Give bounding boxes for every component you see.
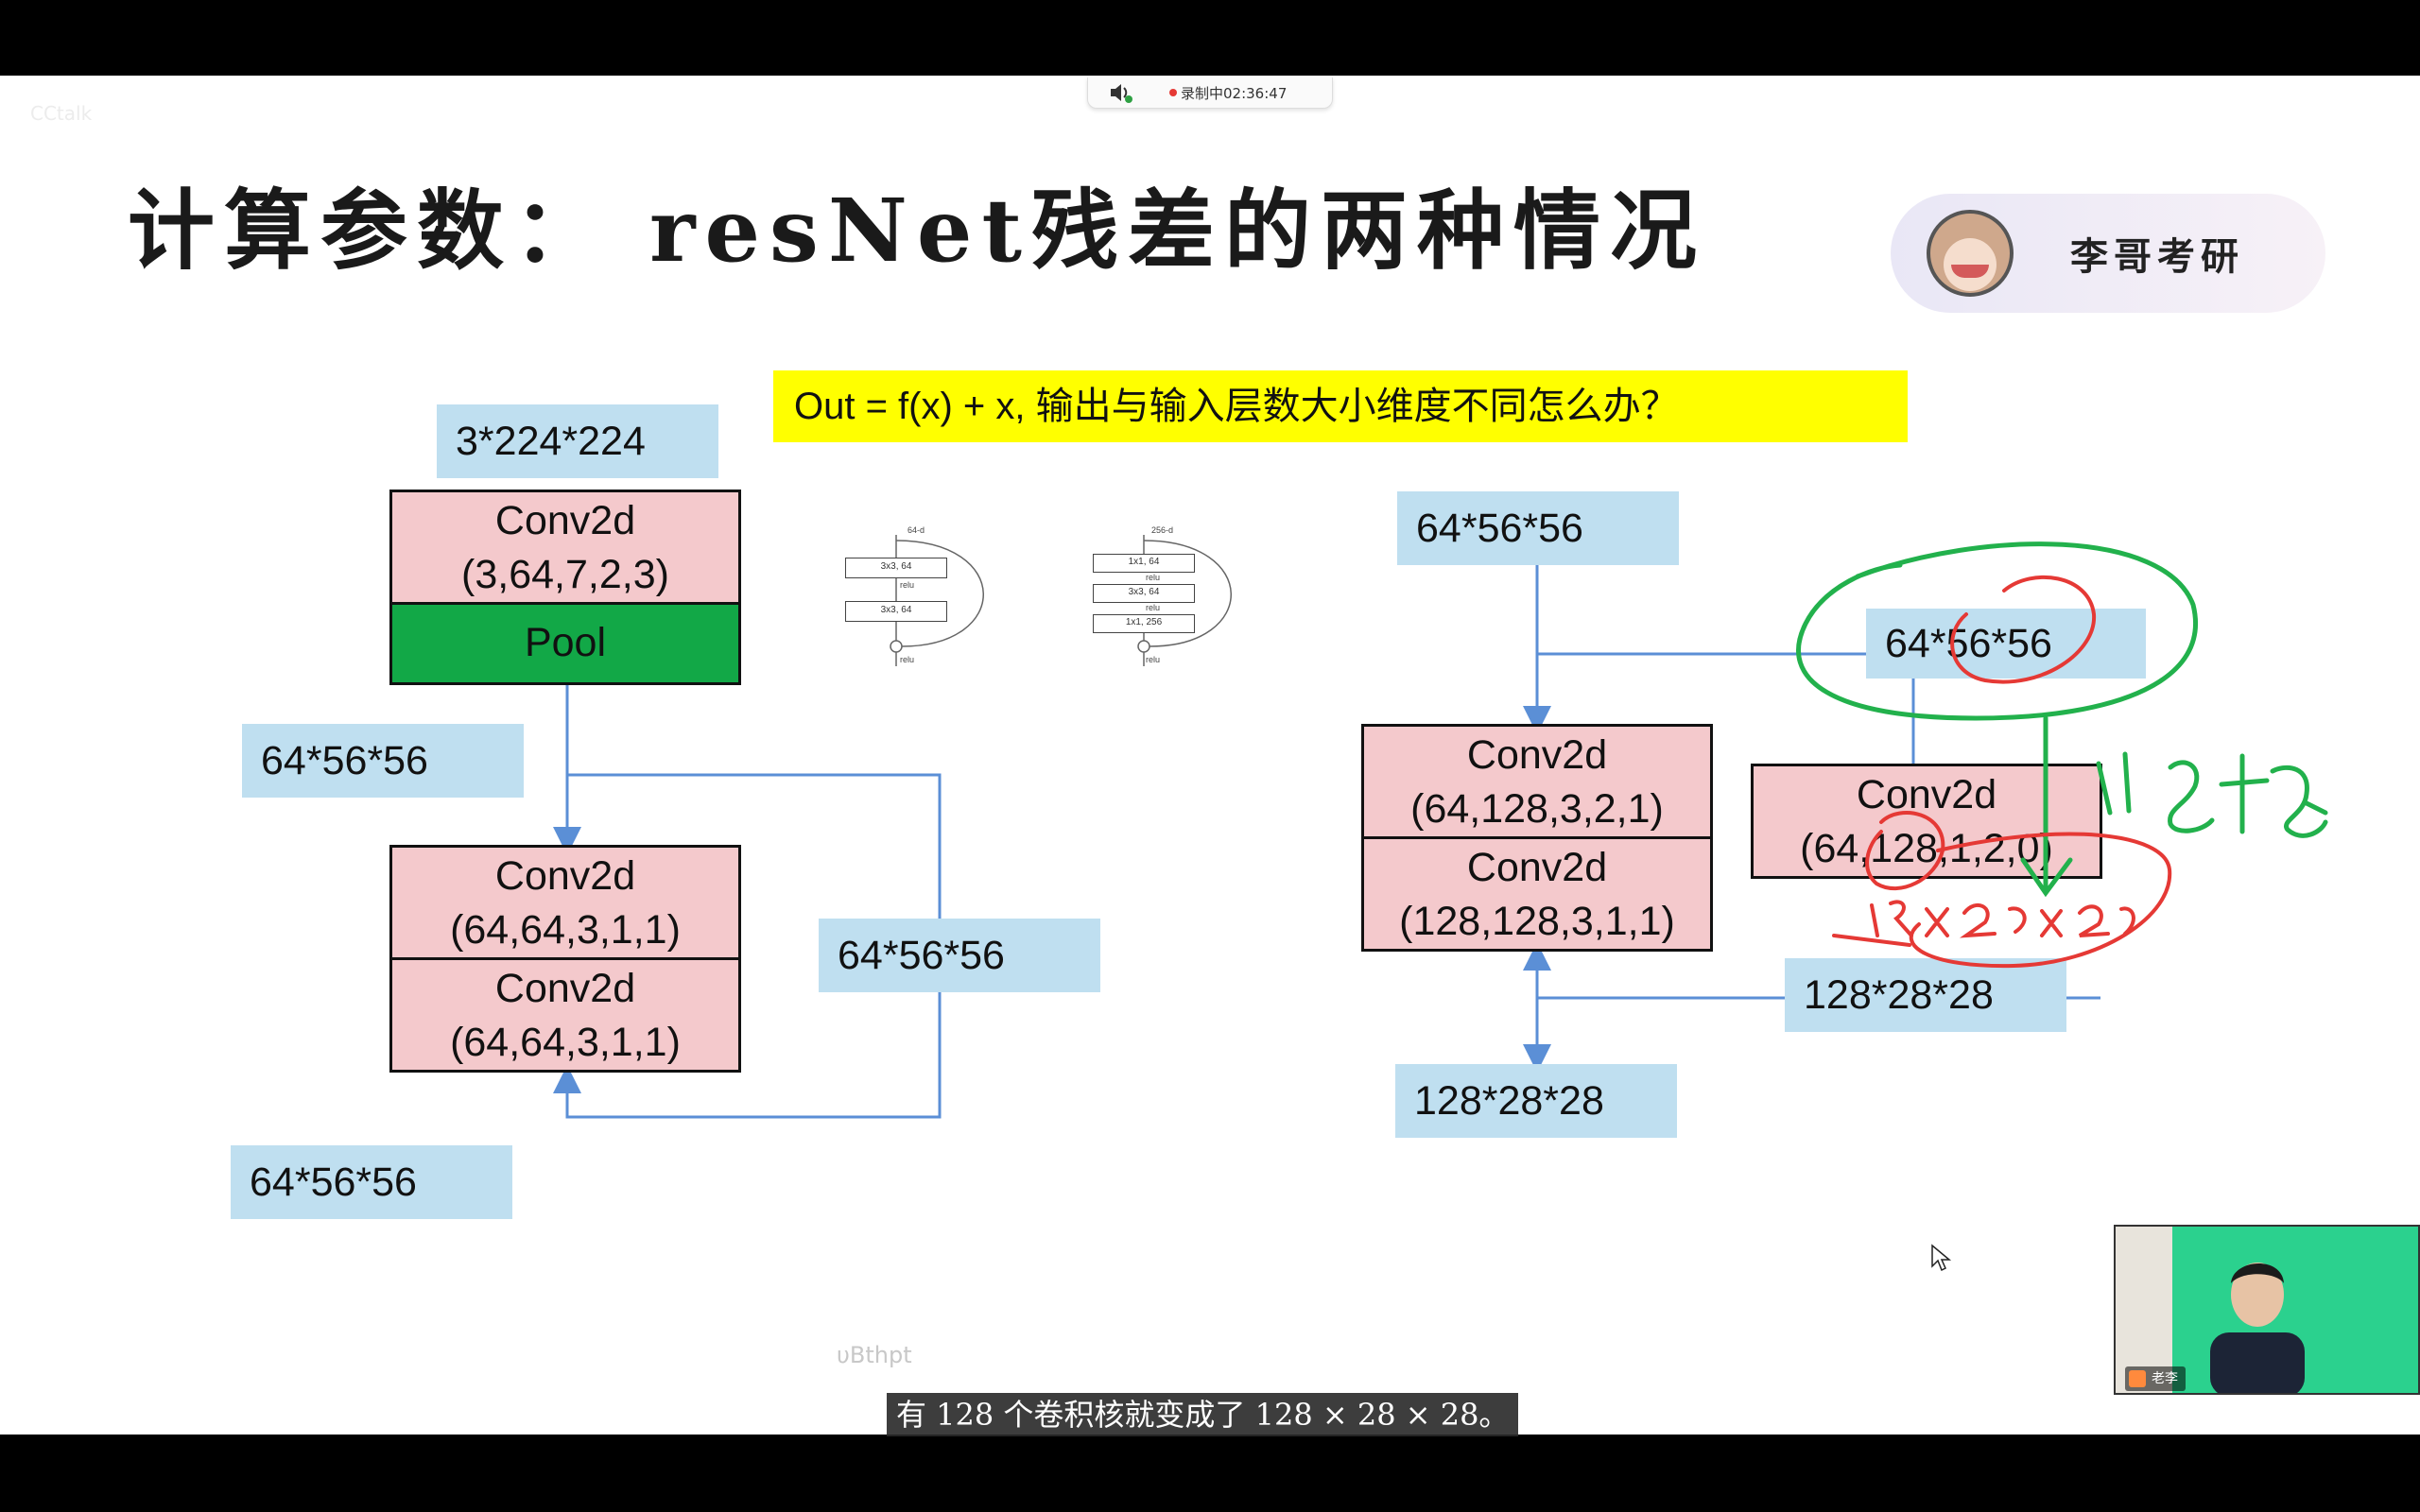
mini-basic-skip-path <box>890 535 984 666</box>
recording-dot-icon <box>1169 89 1177 96</box>
block-conv1-title: Conv2d <box>494 853 636 899</box>
question-banner: Out = f(x) + x, 输出与输入层数大小维度不同怎么办？ <box>773 370 1908 442</box>
output-shape-label: 64*56*56 <box>231 1145 512 1219</box>
right-conv-b-title: Conv2d <box>1466 845 1608 890</box>
user-icon <box>2129 1370 2146 1387</box>
pool-block: Pool <box>389 602 741 685</box>
shape-after-pool-label: 64*56*56 <box>242 724 524 798</box>
block-conv2-params: (64,64,3,1,1) <box>450 1020 681 1065</box>
mini-bottleneck-skip-path <box>1137 535 1232 666</box>
slide-title: 计算参数： resNet残差的两种情况 <box>128 180 1706 282</box>
mini-basic-act-1: relu <box>900 580 915 590</box>
conv1-block: Conv2d (3,64,7,2,3) <box>389 490 741 605</box>
mini-bottleneck-layer-2: 3x3, 64 <box>1093 584 1195 603</box>
shortcut-shape-label: 64*56*56 <box>819 919 1100 992</box>
conv1-title: Conv2d <box>494 498 636 543</box>
shortcut-conv-params: (64,128,1,2,0) <box>1800 826 2053 871</box>
video-subtitle: 有 128 个卷积核就变成了 128 × 28 × 28。 <box>887 1393 1519 1436</box>
mini-bottleneck-act-1: relu <box>1146 573 1161 582</box>
block-conv1: Conv2d (64,64,3,1,1) <box>389 845 741 960</box>
watermark-top-left: CCtalk <box>30 102 93 125</box>
shortcut-input-shape-label: 64*56*56 <box>1866 609 2146 679</box>
mini-bottleneck-layer-3: 1x1, 256 <box>1093 614 1195 633</box>
right-conv-a-params: (64,128,3,2,1) <box>1410 786 1664 832</box>
right-conv-a-title: Conv2d <box>1466 732 1608 778</box>
green-ink <box>1796 541 2328 898</box>
right-conv-a-block: Conv2d (64,128,3,2,1) <box>1361 724 1713 839</box>
webcam-preview[interactable]: 老李 <box>2114 1225 2420 1395</box>
webcam-person <box>2210 1263 2305 1393</box>
speaker-icon[interactable] <box>1109 82 1133 103</box>
conv1-params: (3,64,7,2,3) <box>461 552 669 597</box>
mini-basic-header: 64-d <box>908 525 925 535</box>
brand-name: 李哥考研 <box>2070 235 2244 279</box>
webcam-background <box>2116 1227 2172 1393</box>
letterbox-top <box>0 0 2420 76</box>
mini-bottleneck-act-2: relu <box>1146 603 1161 612</box>
block-conv2: Conv2d (64,64,3,1,1) <box>389 957 741 1073</box>
letterbox-bottom <box>0 1435 2420 1512</box>
mini-bottleneck-header: 256-d <box>1151 525 1174 535</box>
block-conv2-title: Conv2d <box>494 966 636 1011</box>
block-conv1-params: (64,64,3,1,1) <box>450 907 681 953</box>
right-conv-b-block: Conv2d (128,128,3,1,1) <box>1361 836 1713 952</box>
shortcut-output-shape-label: 128*28*28 <box>1785 958 2066 1032</box>
mini-basic-layer-2: 3x3, 64 <box>845 601 947 622</box>
mini-basic-act-2: relu <box>900 655 915 664</box>
recording-status: 录制中02:36:47 <box>1181 84 1288 102</box>
shortcut-conv-title: Conv2d <box>1856 772 1997 817</box>
brand-avatar <box>1927 210 2014 297</box>
right-output-shape-label: 128*28*28 <box>1395 1064 1677 1138</box>
red-ink <box>1832 576 2172 969</box>
watermark-bottom: υBthpt <box>837 1342 912 1368</box>
mouse-cursor-icon <box>1931 1244 1952 1272</box>
input-shape-label: 3*224*224 <box>437 404 718 478</box>
right-input-shape-label: 64*56*56 <box>1397 491 1679 565</box>
mini-bottleneck-act-3: relu <box>1146 655 1161 664</box>
webcam-user-label: 老李 <box>2152 1371 2178 1386</box>
mini-bottleneck-layer-1: 1x1, 64 <box>1093 554 1195 573</box>
webcam-user-tag: 老李 <box>2125 1366 2186 1391</box>
right-conv-b-params: (128,128,3,1,1) <box>1399 899 1675 944</box>
brand-badge: 李哥考研 <box>1891 194 2325 313</box>
mini-basic-layer-1: 3x3, 64 <box>845 558 947 578</box>
recording-indicator[interactable]: 录制中02:36:47 <box>1087 77 1333 109</box>
